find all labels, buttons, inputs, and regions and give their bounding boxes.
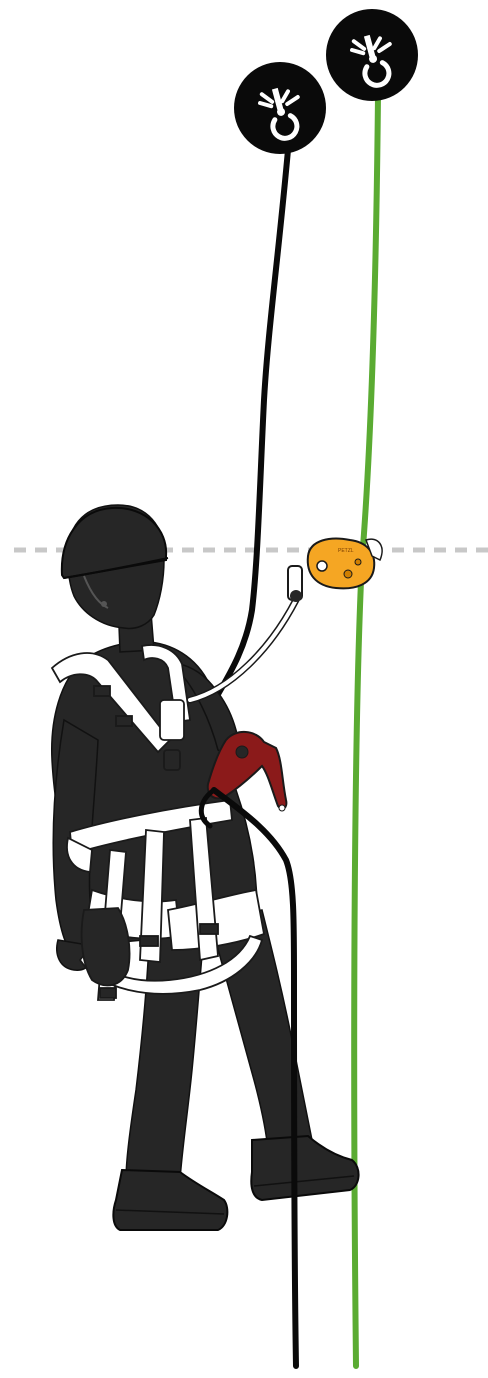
- back-boot: [113, 1170, 227, 1230]
- front-boot: [251, 1136, 358, 1200]
- lanyard-connector: [288, 566, 302, 602]
- backup-device: PETZL: [308, 539, 382, 589]
- anchor-backup-rope: [326, 9, 418, 101]
- anchor-working-rope: [234, 62, 326, 154]
- tool-bag: [82, 908, 130, 985]
- backup-device-marking: PETZL: [338, 548, 354, 554]
